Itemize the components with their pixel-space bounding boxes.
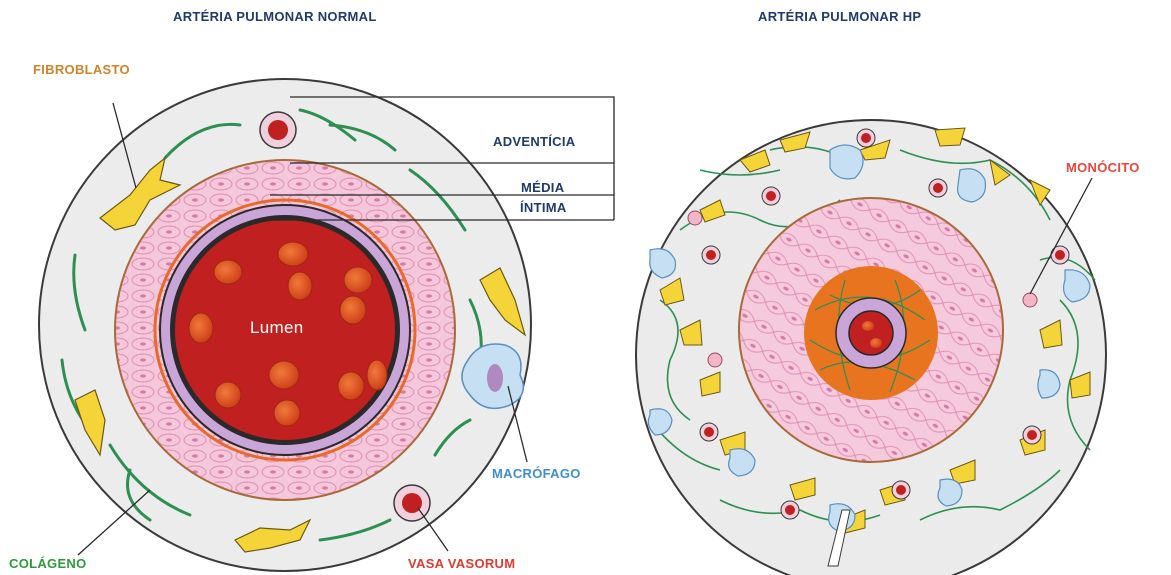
monocito-label: MONÓCITO [1066,160,1140,175]
hp-red-blood-cell [870,338,882,348]
normal-artery-title: ARTÉRIA PULMONAR NORMAL [173,9,377,24]
media-label: MÉDIA [521,180,564,195]
hp-red-blood-cell [862,321,874,331]
macrophage-nucleus [487,364,503,392]
normal-artery [39,79,614,571]
lumen-label: Lumen [250,318,303,338]
hp-lumen [849,311,893,355]
fibroblasto-label: FIBROBLASTO [33,62,130,77]
macrofago-label: MACRÓFAGO [492,466,581,481]
intima-label: ÍNTIMA [520,200,567,215]
hp-artery [636,120,1106,575]
vasa-vasorum-label: VASA VASORUM [408,556,515,571]
hp-artery-title: ARTÉRIA PULMONAR HP [758,9,921,24]
adventicia-label: ADVENTÍCIA [493,134,575,149]
colageno-label: COLÁGENO [9,556,87,571]
